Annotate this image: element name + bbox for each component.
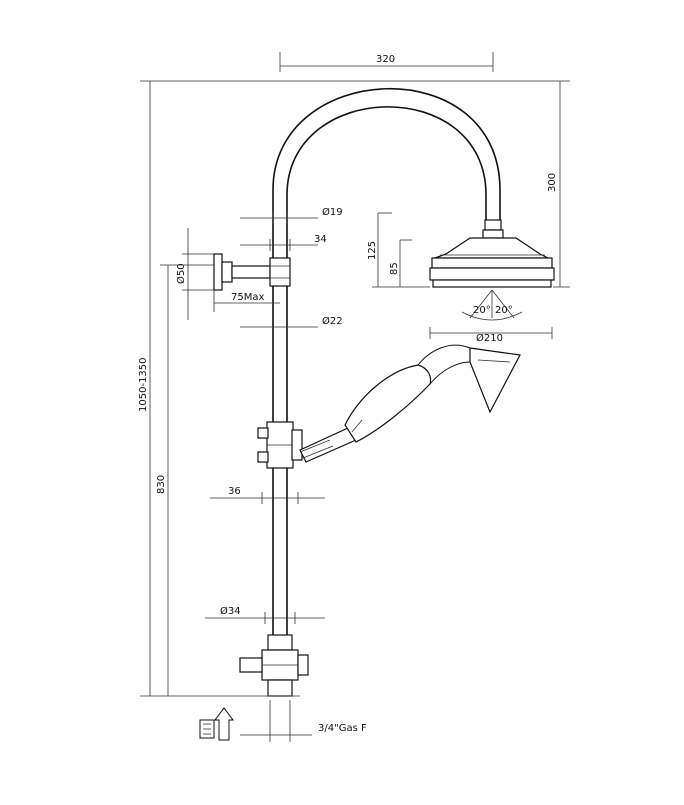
dim-head-dia: Ø210 bbox=[476, 332, 503, 344]
dim-total-height: 1050-1350 bbox=[138, 357, 149, 412]
dim-head-body: 85 bbox=[389, 262, 400, 275]
dimension-labels: 320 300 1050-1350 830 Ø19 34 Ø50 75Max Ø… bbox=[138, 54, 558, 734]
dim-arm-pipe-dia: Ø19 bbox=[322, 206, 343, 218]
hand-shower bbox=[299, 344, 521, 463]
dim-holder-width: 36 bbox=[228, 486, 241, 497]
dim-riser-dia: Ø22 bbox=[322, 315, 343, 327]
dim-mixer-dia: Ø34 bbox=[220, 605, 241, 617]
dim-head-height: 300 bbox=[547, 173, 558, 192]
wall-bracket bbox=[213, 253, 291, 291]
dim-tilt-left: 20° bbox=[473, 305, 491, 316]
overhead-shower-head bbox=[429, 219, 555, 288]
dim-top-width: 320 bbox=[376, 54, 395, 65]
dim-inlet-thread: 3/4"Gas F bbox=[318, 723, 367, 734]
dim-bracket-depth: 75Max bbox=[231, 292, 264, 303]
dimension-lines bbox=[140, 52, 570, 742]
gooseneck-arm bbox=[272, 87, 501, 255]
dim-outlet-height: 830 bbox=[156, 475, 167, 494]
dim-head-total: 125 bbox=[367, 241, 378, 260]
inlet-arrow-icon bbox=[199, 707, 234, 741]
dim-bracket-dia: Ø50 bbox=[175, 263, 187, 284]
hand-shower-holder bbox=[257, 421, 303, 469]
diverter-mixer bbox=[239, 634, 309, 697]
dim-arm-offset: 34 bbox=[314, 234, 327, 245]
dim-tilt-right: 20° bbox=[495, 305, 513, 316]
